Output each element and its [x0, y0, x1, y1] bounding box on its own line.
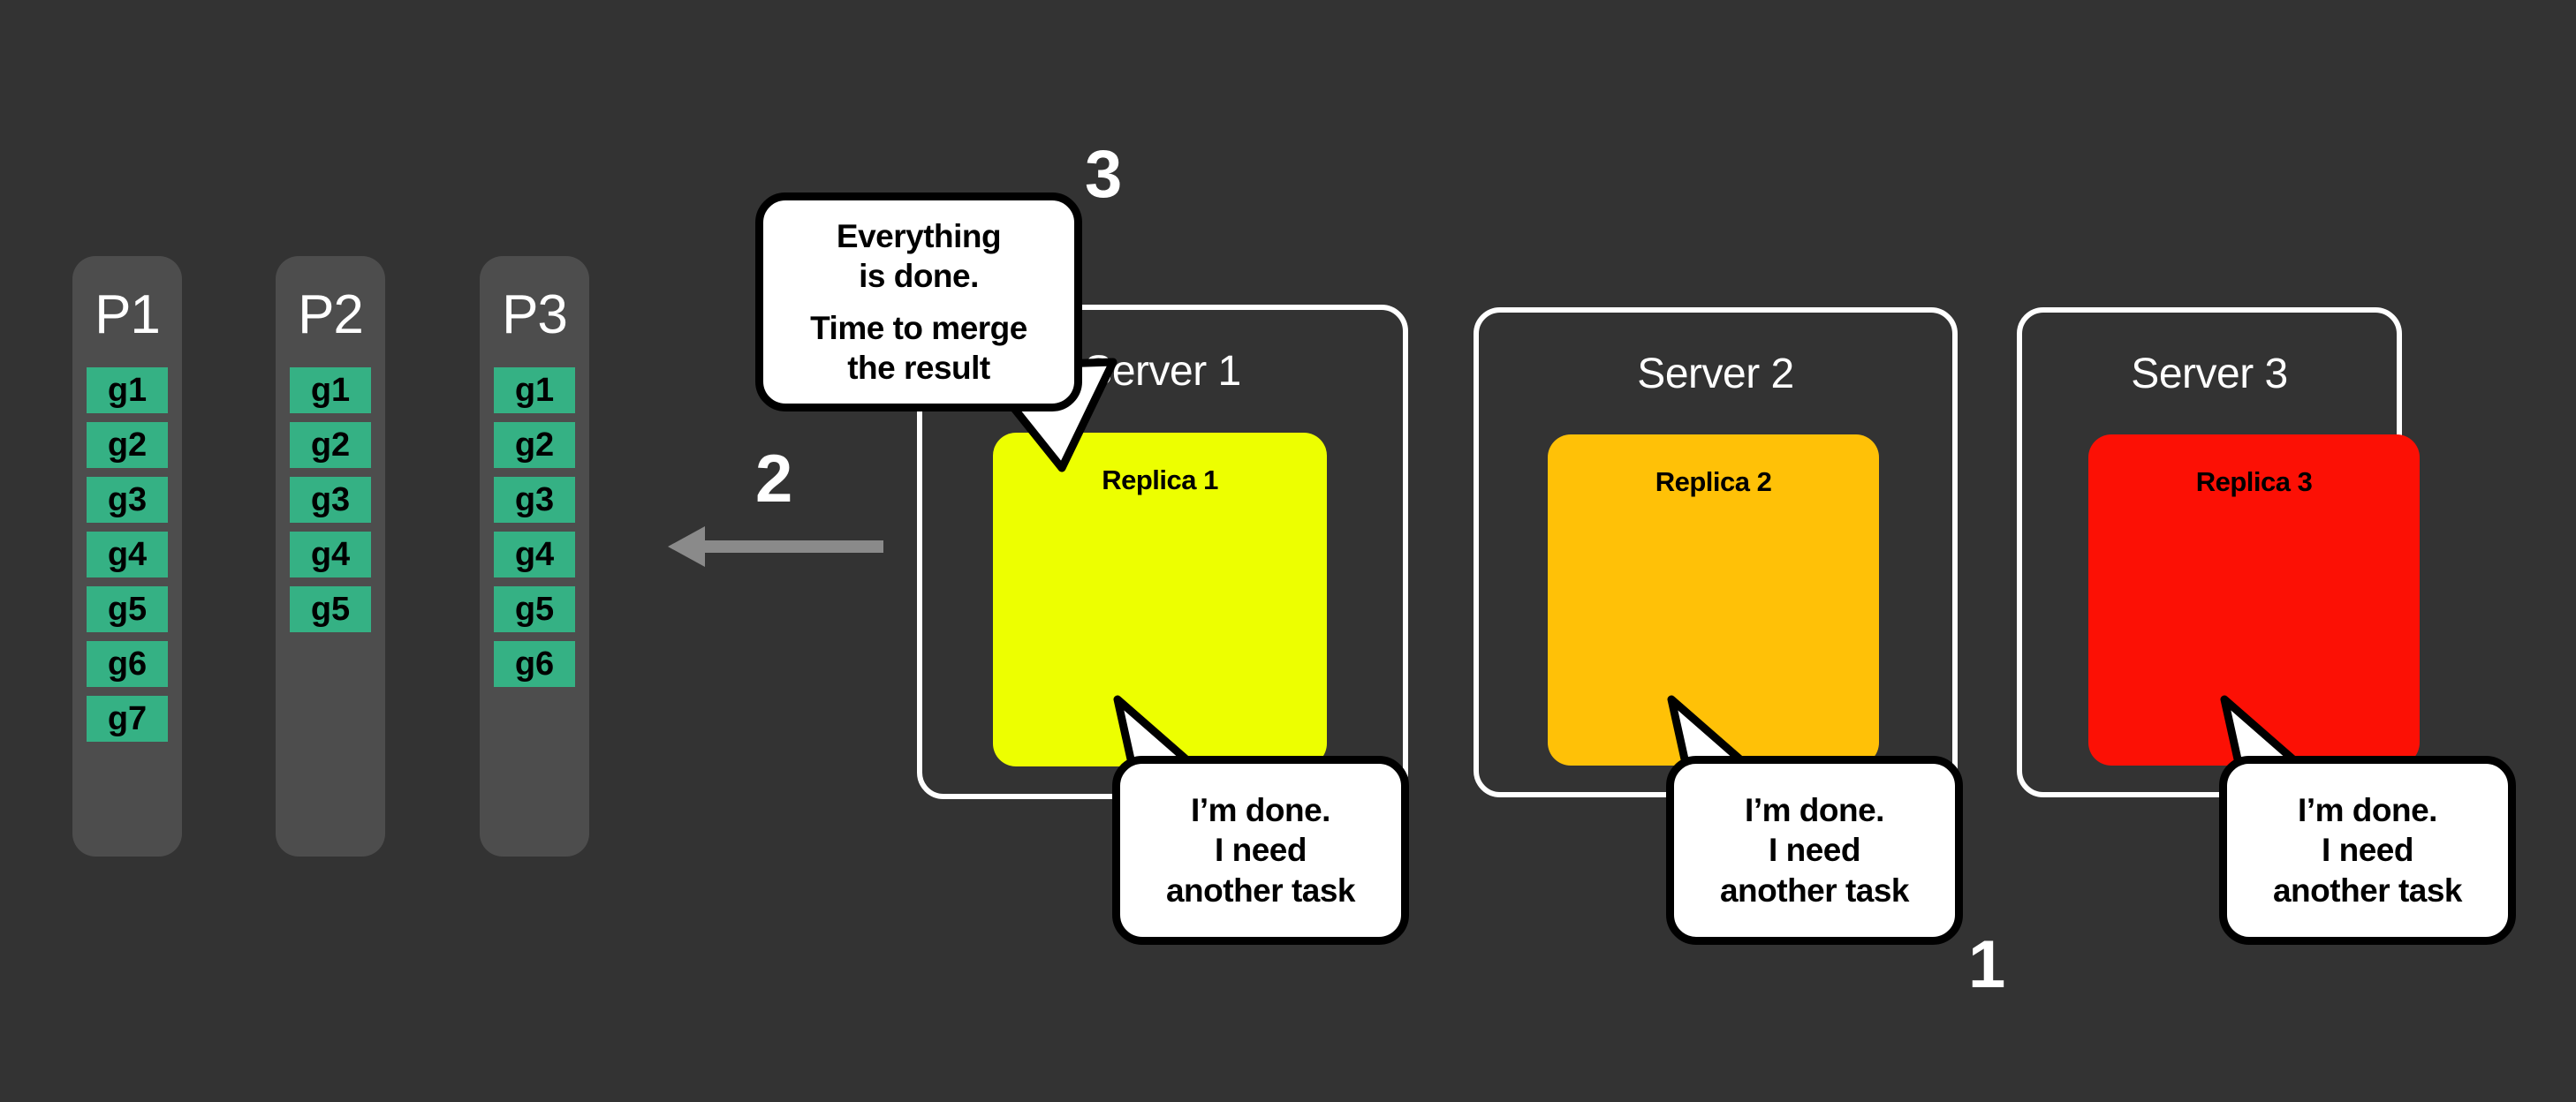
step-number-2: 2	[755, 442, 793, 517]
done-speech-bubble-3: I’m done. I need another task	[2219, 756, 2516, 945]
replica-3-block: Replica 3	[2088, 434, 2420, 766]
replica-2-label: Replica 2	[1655, 466, 1772, 497]
partition-p1-title: P1	[95, 284, 161, 345]
replica-1-block: Replica 1	[993, 433, 1327, 766]
done-bubble-2-line-2: I need	[1769, 832, 1860, 869]
partition-p1-chunks: g1 g2 g3 g4 g5 g6 g7	[87, 367, 168, 751]
chunk-item: g4	[87, 532, 168, 577]
done-bubble-1-line-1: I’m done.	[1191, 792, 1330, 829]
chunk-item: g4	[290, 532, 371, 577]
done-bubble-3-line-3: another task	[2272, 872, 2463, 909]
chunk-item: g5	[494, 586, 575, 632]
merge-bubble-line-1: Everything	[836, 217, 1002, 254]
done-speech-bubble-2: I’m done. I need another task	[1666, 756, 1963, 945]
done-bubble-3-line-2: I need	[2322, 832, 2413, 869]
partition-p2: P2 g1 g2 g3 g4 g5	[276, 256, 385, 857]
server-3-title: Server 3	[2131, 351, 2288, 397]
server-2-title: Server 2	[1637, 351, 1794, 397]
chunk-item: g1	[290, 367, 371, 413]
chunk-item: g2	[494, 422, 575, 468]
chunk-item: g4	[494, 532, 575, 577]
done-bubble-1-line-3: another task	[1165, 872, 1356, 909]
done-bubble-2-line-1: I’m done.	[1745, 792, 1884, 829]
partition-p3-chunks: g1 g2 g3 g4 g5 g6	[494, 367, 575, 696]
chunk-item: g1	[87, 367, 168, 413]
done-bubble-1-line-2: I need	[1215, 832, 1307, 869]
step-number-3: 3	[1085, 137, 1123, 212]
done-bubble-3-line-1: I’m done.	[2298, 792, 2437, 829]
chunk-item: g6	[87, 641, 168, 687]
merge-speech-bubble: Everything is done. Time to merge the re…	[755, 192, 1082, 411]
chunk-item: g5	[290, 586, 371, 632]
replica-3-label: Replica 3	[2195, 466, 2313, 497]
chunk-item: g1	[494, 367, 575, 413]
merge-bubble-line-3: Time to merge	[810, 310, 1027, 346]
merge-arrow-icon	[668, 526, 883, 567]
replica-2-block: Replica 2	[1548, 434, 1879, 766]
partition-p2-title: P2	[298, 284, 364, 345]
chunk-item: g3	[494, 477, 575, 523]
chunk-item: g3	[87, 477, 168, 523]
step-number-1: 1	[1968, 927, 2006, 1002]
chunk-item: g7	[87, 696, 168, 742]
chunk-item: g2	[87, 422, 168, 468]
chunk-item: g2	[290, 422, 371, 468]
done-bubble-2-line-3: another task	[1719, 872, 1910, 909]
merge-bubble-line-4: the result	[847, 350, 990, 387]
partition-p2-chunks: g1 g2 g3 g4 g5	[290, 367, 371, 641]
partition-p1: P1 g1 g2 g3 g4 g5 g6 g7	[72, 256, 182, 857]
chunk-item: g3	[290, 477, 371, 523]
merge-bubble-line-2: is done.	[859, 257, 979, 294]
replica-1-label: Replica 1	[1102, 464, 1218, 495]
partition-p3-title: P3	[502, 284, 568, 345]
chunk-item: g5	[87, 586, 168, 632]
partition-p3: P3 g1 g2 g3 g4 g5 g6	[480, 256, 589, 857]
done-speech-bubble-1: I’m done. I need another task	[1112, 756, 1409, 945]
chunk-item: g6	[494, 641, 575, 687]
